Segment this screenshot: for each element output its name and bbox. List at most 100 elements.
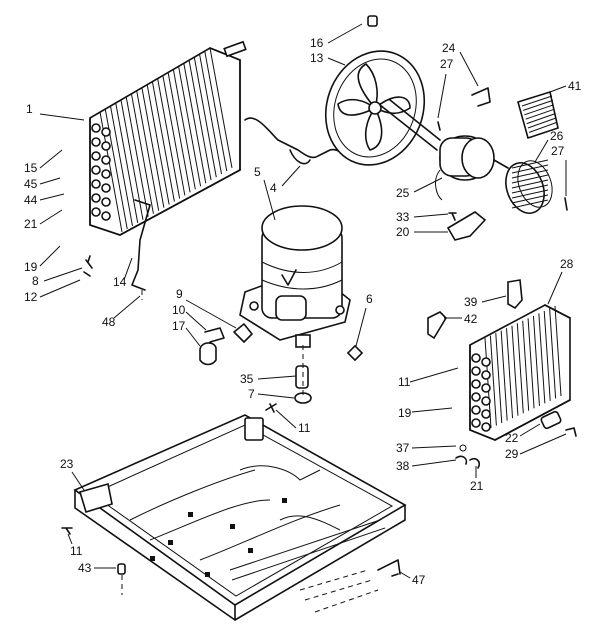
- leader-line: [519, 433, 567, 455]
- plug: [565, 427, 577, 437]
- leader-line: [409, 367, 459, 383]
- motor-mount: [446, 211, 487, 241]
- leader-line: [185, 327, 201, 347]
- leader-line: [257, 375, 297, 380]
- part-callout-25: 25: [396, 186, 410, 200]
- leader-line: [437, 73, 447, 119]
- clip-37: [459, 444, 467, 452]
- part-callout-27: 27: [440, 57, 454, 71]
- clip-21b: [469, 457, 481, 469]
- leader-line: [327, 23, 363, 44]
- air-filter-screen: [517, 90, 559, 140]
- part-callout-11: 11: [70, 544, 83, 558]
- leader-line: [39, 149, 63, 169]
- leader-line: [327, 57, 346, 66]
- screw-11a: [265, 403, 277, 413]
- part-callout-38: 38: [396, 459, 410, 473]
- fan-motor: [379, 99, 509, 201]
- part-callout-42: 42: [464, 312, 478, 326]
- leader-line: [263, 179, 276, 221]
- screw: [437, 121, 441, 131]
- grommet: [346, 344, 364, 362]
- part-callout-37: 37: [396, 441, 410, 455]
- part-callout-8: 8: [32, 274, 39, 288]
- part-callout-43: 43: [78, 561, 92, 575]
- screw-11c: [61, 527, 73, 535]
- leader-line: [399, 571, 411, 579]
- part-callout-20: 20: [396, 225, 410, 239]
- leader-line: [185, 299, 237, 329]
- part-callout-13: 13: [310, 51, 324, 65]
- bracket-47: [377, 559, 401, 577]
- part-callout-45: 45: [24, 177, 38, 191]
- part-callout-16: 16: [310, 36, 324, 50]
- leader-line: [411, 459, 457, 467]
- part-callout-21: 21: [24, 217, 38, 231]
- leader-line: [113, 295, 141, 319]
- part-callout-22: 22: [505, 431, 519, 445]
- leader-line: [185, 311, 207, 331]
- part-callout-1: 1: [26, 102, 33, 116]
- screw-33: [448, 212, 457, 221]
- base-pan: [73, 414, 407, 621]
- motor-bracket: [471, 87, 491, 107]
- leader-line: [39, 193, 65, 201]
- part-callout-24: 24: [442, 41, 456, 55]
- part-callout-29: 29: [505, 447, 519, 461]
- leader-line: [281, 165, 301, 187]
- evaporator-coil: [89, 40, 247, 236]
- part-callout-26: 26: [550, 129, 564, 143]
- leader-line: [549, 85, 567, 93]
- leader-line: [411, 407, 453, 413]
- condenser-fan-blade: [324, 50, 426, 166]
- drier: [540, 410, 562, 430]
- leader-line: [275, 409, 297, 429]
- leader-line: [257, 393, 295, 399]
- leader-line: [123, 257, 133, 281]
- leader-line: [413, 213, 449, 218]
- compressor: [239, 205, 351, 348]
- leader-line: [39, 245, 61, 267]
- part-callout-28: 28: [560, 257, 574, 271]
- part-callout-41: 41: [568, 79, 582, 93]
- terminal-cover: [233, 323, 253, 343]
- part-callout-7: 7: [248, 387, 255, 401]
- condenser-coil: [469, 304, 571, 441]
- clip-38: [455, 455, 468, 465]
- part-callout-10: 10: [172, 303, 186, 317]
- discharge-tube: [507, 279, 523, 310]
- screw-43: [117, 563, 126, 575]
- leader-line: [39, 177, 61, 185]
- part-callout-12: 12: [24, 290, 38, 304]
- part-callout-19: 19: [398, 406, 412, 420]
- part-callout-5: 5: [254, 165, 261, 179]
- part-callout-27: 27: [551, 144, 565, 158]
- terminal-clip: [204, 327, 225, 343]
- leader-line: [413, 177, 443, 193]
- leader-line: [481, 295, 507, 303]
- part-callout-6: 6: [366, 292, 373, 306]
- leader-line: [43, 267, 83, 282]
- liquid-tube: [427, 311, 448, 340]
- part-callout-39: 39: [464, 295, 478, 309]
- part-callout-19: 19: [24, 260, 38, 274]
- leader-line: [71, 471, 85, 491]
- part-callout-11: 11: [298, 421, 311, 435]
- leader-line: [39, 279, 81, 298]
- part-callout-48: 48: [102, 315, 116, 329]
- leader-line: [39, 113, 85, 121]
- part-callout-33: 33: [396, 210, 410, 224]
- part-callout-17: 17: [172, 319, 186, 333]
- part-callout-21: 21: [470, 479, 484, 493]
- part-callout-9: 9: [176, 287, 183, 301]
- part-callout-44: 44: [24, 193, 38, 207]
- leader-line: [411, 445, 457, 449]
- part-callout-4: 4: [270, 181, 277, 195]
- capillary-tube: [131, 199, 151, 291]
- overload-protector: [199, 342, 217, 366]
- part-callout-14: 14: [113, 275, 127, 289]
- leader-line: [547, 271, 563, 305]
- leader-line: [355, 307, 367, 347]
